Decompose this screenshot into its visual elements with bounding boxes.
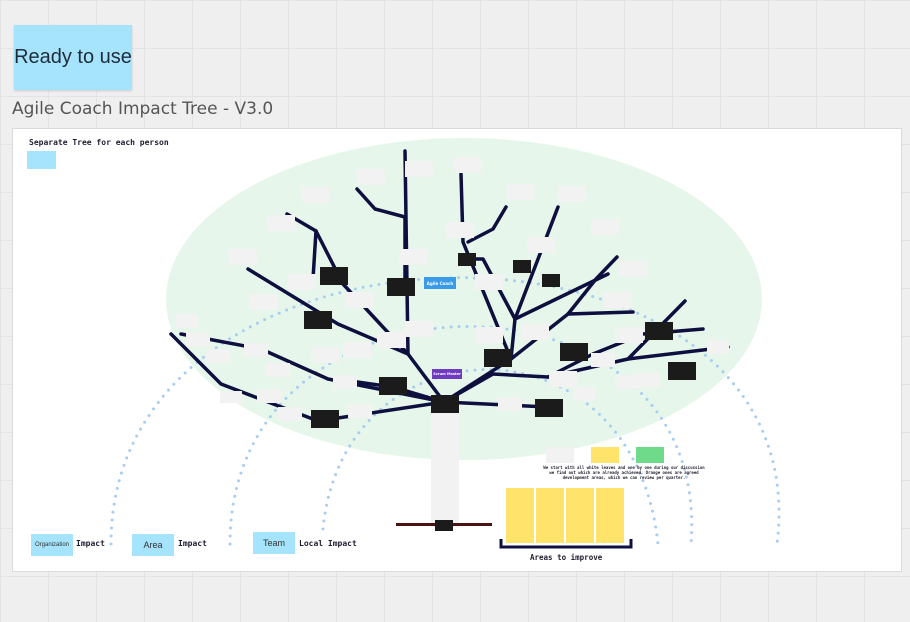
white-leaf — [498, 397, 522, 411]
white-leaf — [266, 363, 290, 377]
canopy-ellipse — [166, 138, 762, 460]
impact-rings — [109, 276, 781, 546]
improve-sticky — [566, 488, 594, 543]
white-leaf — [311, 347, 339, 363]
white-leaf — [558, 186, 586, 202]
white-leaf — [707, 340, 729, 354]
team-impact-ring — [321, 368, 660, 546]
white-leaf — [573, 387, 595, 401]
team-sticky[interactable]: Team — [253, 532, 295, 554]
black-leaf — [560, 343, 588, 361]
black-leaf — [542, 274, 560, 287]
white-leaf — [229, 249, 257, 265]
scrum-master-chip[interactable]: Scrum Master — [432, 369, 462, 379]
black-leaf — [458, 253, 476, 266]
black-leaf — [304, 311, 332, 329]
legend-yellow-leaf[interactable] — [591, 447, 619, 463]
white-leaf — [636, 373, 660, 387]
white-leaf — [615, 327, 643, 343]
white-leaf — [475, 274, 503, 290]
white-leaf — [507, 184, 535, 200]
area-impact-label: Impact — [178, 539, 207, 548]
white-leaf — [446, 222, 474, 238]
person-sticky[interactable] — [27, 151, 56, 169]
white-leaf — [176, 314, 198, 328]
improve-sticky — [536, 488, 564, 543]
white-leaf — [278, 407, 302, 421]
separate-tree-label: Separate Tree for each person — [29, 138, 169, 147]
black-leaf — [431, 395, 459, 413]
white-leaf — [454, 157, 482, 173]
white-leaf — [549, 371, 577, 387]
white-leaf — [357, 169, 385, 185]
tree-branches — [169, 149, 730, 423]
white-leaf — [591, 219, 619, 235]
white-leaf — [348, 404, 372, 418]
white-leaves[interactable] — [176, 157, 729, 421]
root-leaf[interactable] — [435, 520, 453, 531]
areas-bracket — [499, 539, 633, 549]
white-leaf — [475, 327, 503, 343]
white-leaf — [345, 292, 373, 308]
white-leaf — [220, 391, 242, 403]
white-leaf — [604, 292, 632, 308]
white-leaf — [399, 249, 427, 265]
legend-note: We start with all white leaves and one b… — [543, 465, 705, 480]
black-leaf — [484, 349, 512, 367]
areas-to-improve-label: Areas to improve — [530, 553, 603, 562]
board-title: Agile Coach Impact Tree - V3.0 — [12, 99, 274, 119]
organization-impact-label: Impact — [76, 539, 105, 548]
white-leaf — [249, 294, 277, 310]
black-leaf — [535, 399, 563, 417]
black-leaf — [379, 377, 407, 395]
black-leaf — [513, 260, 531, 273]
black-leaves[interactable] — [304, 253, 696, 428]
white-leaf — [377, 332, 405, 348]
black-leaf — [645, 322, 673, 340]
local-impact-label: Local Impact — [299, 539, 357, 548]
black-leaf — [668, 362, 696, 380]
white-leaf — [521, 324, 549, 340]
white-leaf — [288, 274, 316, 290]
improve-sticky — [596, 488, 624, 543]
tree-trunk — [431, 409, 459, 527]
white-leaf — [244, 343, 268, 357]
area-sticky[interactable]: Area — [132, 534, 174, 556]
white-leaf — [527, 237, 555, 253]
white-leaf — [333, 375, 357, 389]
white-leaf — [405, 321, 433, 337]
white-leaf — [343, 342, 371, 358]
white-leaf — [620, 261, 648, 277]
organization-sticky[interactable]: Organization — [31, 534, 73, 556]
areas-to-improve-stickies[interactable] — [506, 488, 624, 543]
white-leaf — [615, 375, 639, 389]
white-leaf — [206, 349, 230, 363]
white-leaf — [591, 353, 615, 367]
legend-white-leaf[interactable] — [546, 447, 574, 463]
ready-to-use-sticky[interactable]: Ready to use — [14, 25, 132, 90]
white-leaf — [257, 389, 281, 403]
agile-coach-chip[interactable]: Agile Coach — [424, 277, 456, 289]
impact-tree-canvas — [109, 138, 781, 549]
black-leaf — [311, 410, 339, 428]
white-leaf — [301, 187, 329, 203]
black-leaf — [387, 278, 415, 296]
improve-sticky — [506, 488, 534, 543]
legend-green-leaf[interactable] — [636, 447, 664, 463]
white-leaf — [267, 215, 295, 231]
organization-impact-ring — [109, 276, 781, 546]
white-leaf — [405, 161, 433, 177]
impact-tree-frame[interactable]: Separate Tree for each person Agile Coac… — [12, 128, 902, 572]
white-leaf — [186, 332, 210, 346]
black-leaf — [320, 267, 348, 285]
